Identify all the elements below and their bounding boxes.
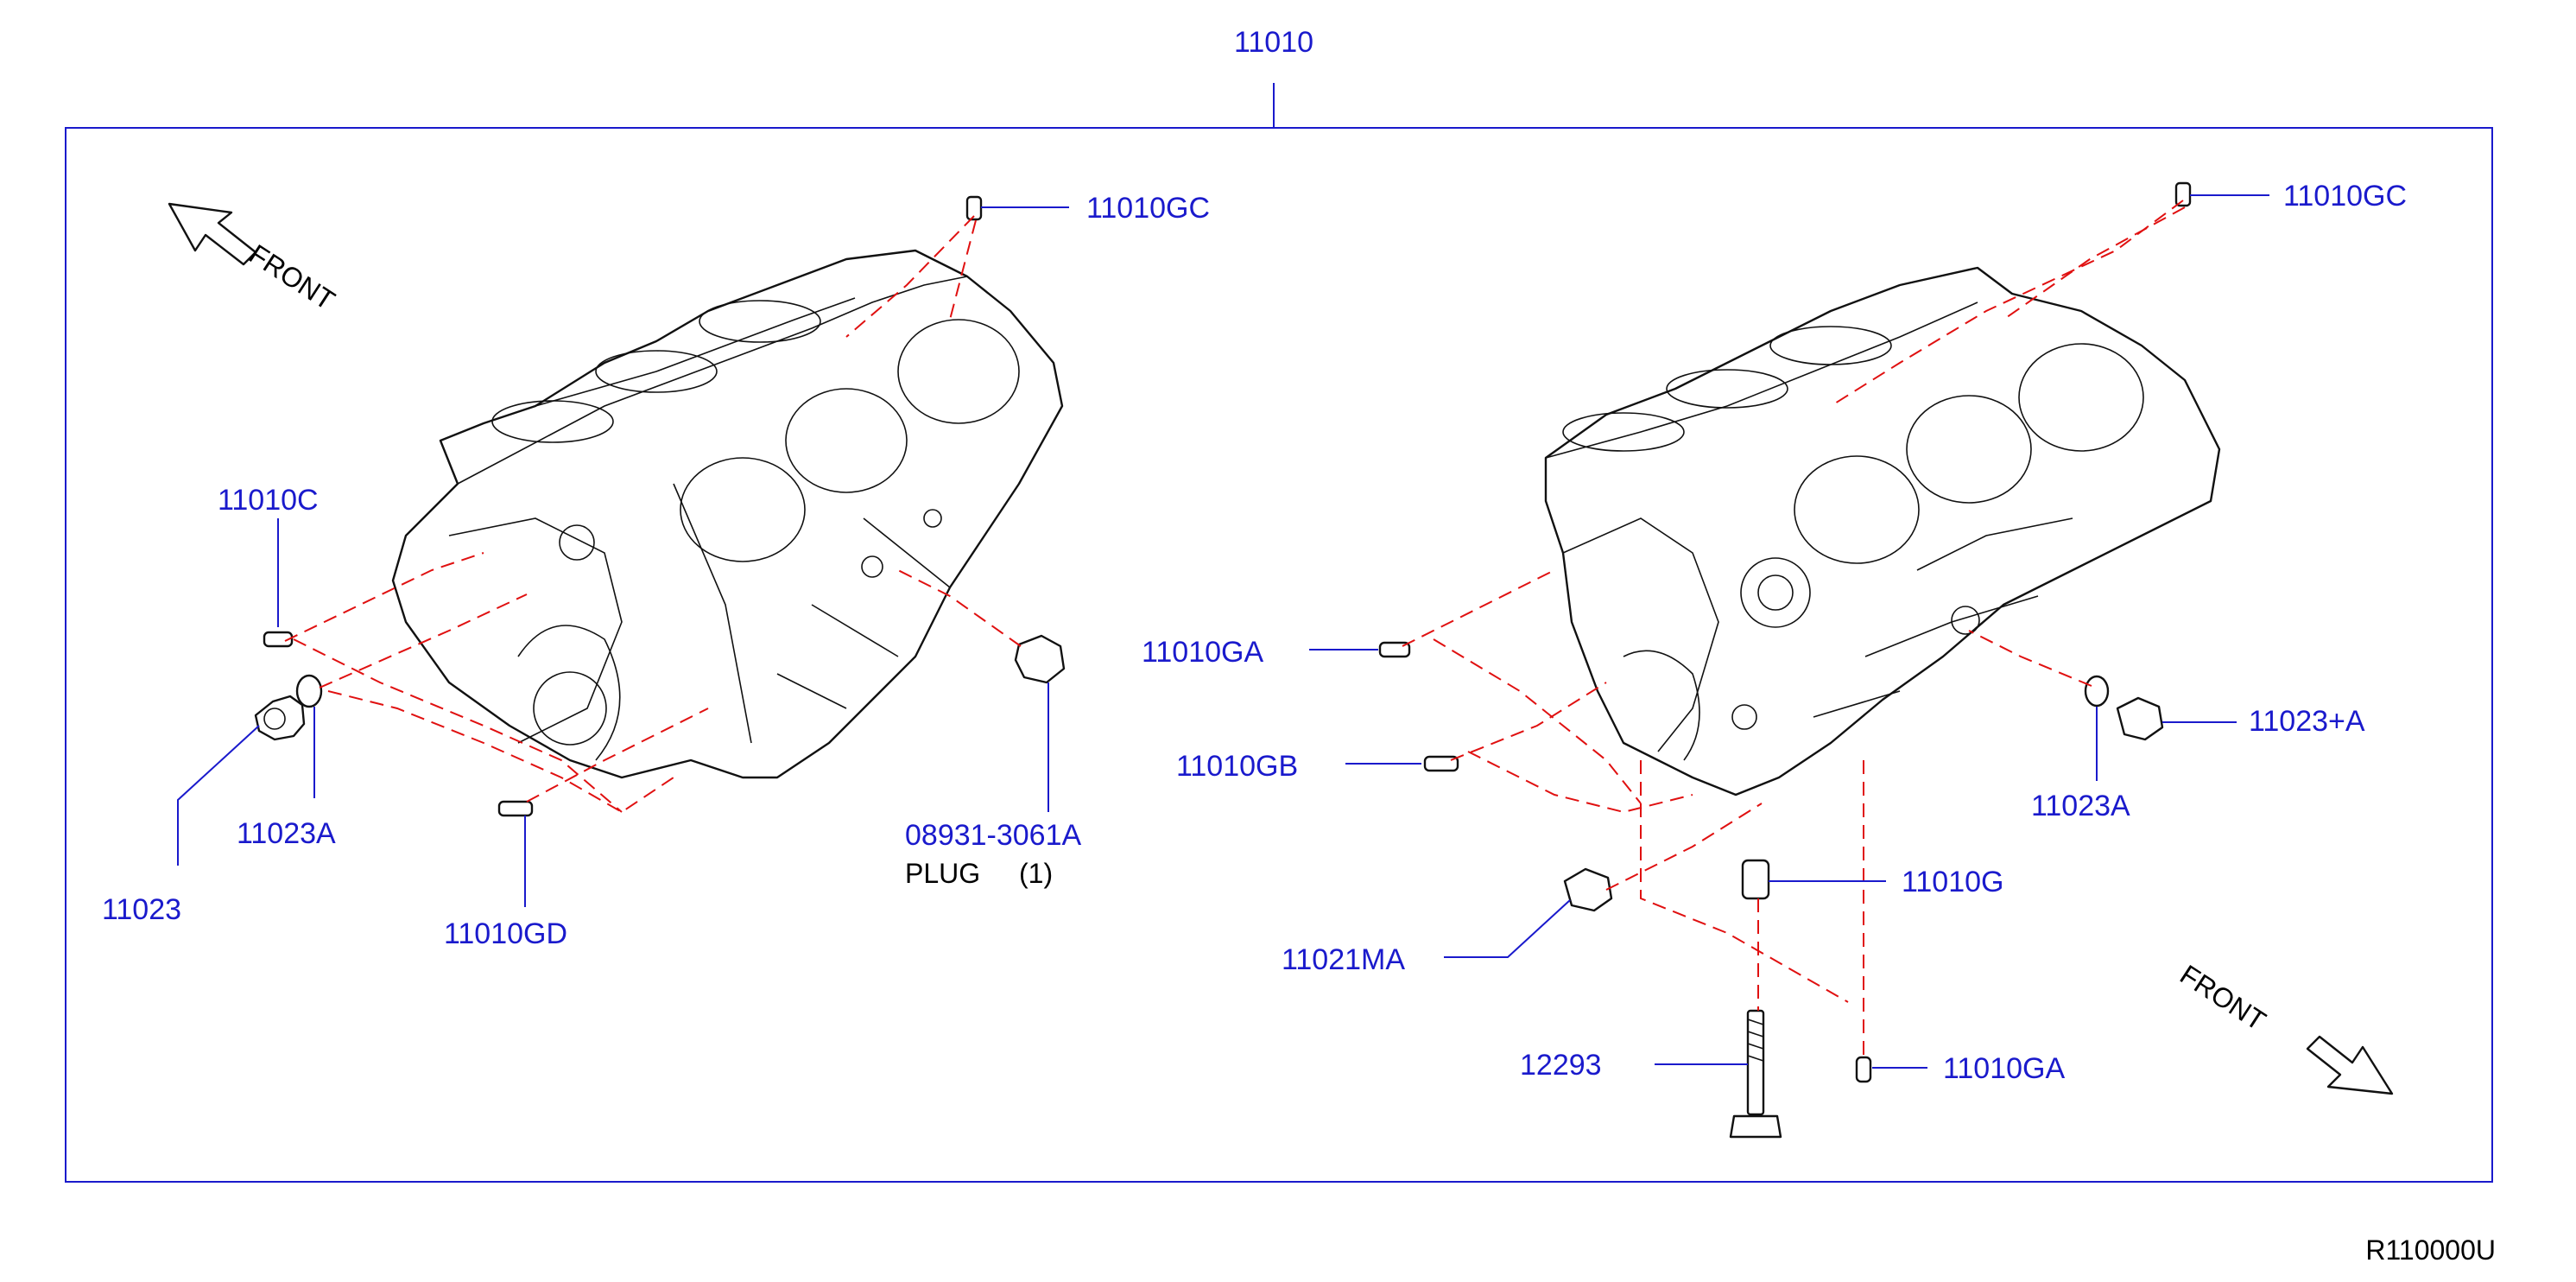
callout-11010gc-right[interactable]: 11010GC: [2283, 180, 2407, 213]
plug-08931-icon: [1014, 634, 1066, 684]
dowel-11010ga-lower-icon: [1855, 1056, 1872, 1083]
callout-11010gc-left[interactable]: 11010GC: [1086, 192, 1210, 225]
callout-08931-3061a[interactable]: 08931-3061A: [905, 819, 1082, 852]
engine-block-right: [1544, 266, 2221, 796]
callout-11021ma[interactable]: 11021MA: [1282, 943, 1405, 976]
front-arrow-right-icon: [2306, 1035, 2394, 1095]
plug-11023pa-icon: [2116, 696, 2164, 741]
plug-11023-icon: [254, 695, 306, 741]
engine-block-left: [391, 249, 1064, 779]
dowel-11010gd-icon: [497, 800, 534, 817]
dashed-lines-left: [284, 215, 1022, 814]
plug-11021ma-icon: [1563, 867, 1613, 912]
oring-11023a-left-icon: [295, 674, 323, 708]
dowel-11010gc-right-icon: [2174, 181, 2192, 207]
plug-name: PLUG: [905, 858, 980, 889]
callout-11010gb[interactable]: 11010GB: [1176, 750, 1298, 783]
callout-11010ga-lower[interactable]: 11010GA: [1943, 1052, 2065, 1085]
oring-11023a-right-icon: [2084, 675, 2110, 708]
callout-11010g[interactable]: 11010G: [1902, 866, 2003, 898]
sleeve-11010g-icon: [1741, 859, 1770, 900]
front-label-left: FRONT: [244, 238, 340, 316]
front-arrow-left-icon: [168, 202, 257, 266]
callout-11010c[interactable]: 11010C: [218, 484, 319, 517]
bolt-12293-icon: [1729, 1009, 1782, 1139]
callout-12293[interactable]: 12293: [1520, 1049, 1602, 1082]
callout-11010gd[interactable]: 11010GD: [444, 917, 567, 950]
callout-11023[interactable]: 11023: [102, 893, 181, 926]
callout-11023-plus-a[interactable]: 11023+A: [2249, 705, 2365, 738]
leader-11021ma: [1444, 899, 1571, 958]
plug-qty: (1): [1019, 858, 1053, 889]
callout-11023a-right[interactable]: 11023A: [2031, 790, 2130, 822]
assembly-frame: [65, 127, 2493, 1183]
callout-11023a-left[interactable]: 11023A: [237, 817, 336, 850]
front-label-right: FRONT: [2174, 959, 2271, 1037]
diagram-id: R110000U: [2365, 1234, 2496, 1266]
dowel-11010ga-upper-icon: [1378, 641, 1411, 658]
leader-11023: [177, 725, 260, 866]
callout-11010[interactable]: 11010: [1234, 26, 1313, 59]
dashed-lines-right: [1402, 200, 2186, 1056]
dowel-11010c-icon: [263, 631, 294, 648]
dowel-11010gb-icon: [1423, 755, 1459, 772]
callout-11010ga-upper[interactable]: 11010GA: [1142, 636, 1263, 669]
